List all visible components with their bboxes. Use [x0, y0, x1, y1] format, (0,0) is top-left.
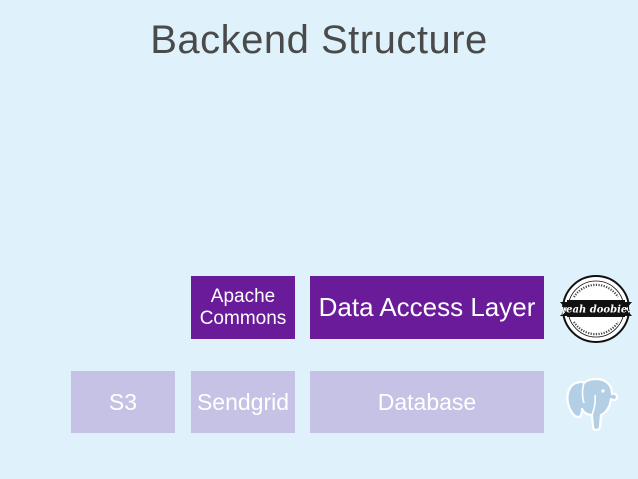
sendgrid-box: Sendgrid [191, 371, 295, 433]
postgresql-elephant-icon [566, 377, 619, 432]
data-access-layer-label: Data Access Layer [318, 292, 536, 322]
slide-title: Backend Structure [150, 18, 488, 62]
apache-commons-label-line2: Commons [199, 307, 287, 329]
yeah-doobie-badge-icon: yeah doobie! [559, 275, 632, 343]
database-box: Database [310, 371, 544, 433]
sendgrid-label: Sendgrid [196, 388, 290, 415]
apache-commons-label-line1: Apache [210, 285, 276, 307]
s3-box: S3 [71, 371, 175, 433]
data-access-layer-box: Data Access Layer [310, 276, 544, 339]
badge-text: yeah doobie! [559, 305, 631, 316]
database-label: Database [377, 388, 477, 415]
s3-label: S3 [108, 388, 138, 415]
apache-commons-box: Apache Commons [191, 276, 295, 339]
